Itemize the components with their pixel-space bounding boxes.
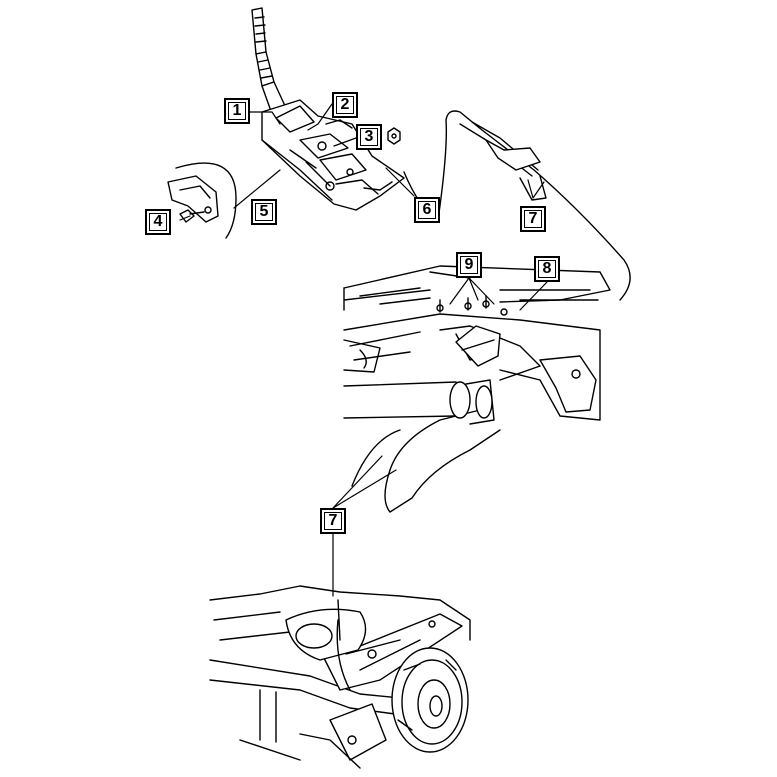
callout-8: 8 bbox=[534, 256, 560, 282]
arc-line bbox=[175, 162, 237, 239]
callout-3: 3 bbox=[356, 124, 382, 150]
callout-2: 2 bbox=[332, 92, 358, 118]
driveshaft bbox=[343, 379, 495, 425]
callout-9: 9 bbox=[456, 252, 482, 278]
callout-5: 5 bbox=[251, 199, 277, 225]
shifter-assembly bbox=[167, 7, 405, 239]
leader-lines bbox=[179, 103, 548, 597]
callout-4: 4 bbox=[145, 209, 171, 235]
callout-6: 6 bbox=[414, 197, 440, 223]
engine-section bbox=[209, 585, 471, 769]
bolt-icon bbox=[179, 209, 205, 223]
callout-7-lower: 7 bbox=[320, 508, 346, 534]
shifter-housing bbox=[261, 99, 405, 211]
shift-lever bbox=[251, 7, 287, 115]
nut-icon bbox=[387, 127, 401, 145]
lower-cable bbox=[384, 409, 501, 513]
cable-bracket bbox=[436, 295, 508, 367]
mounting-bracket bbox=[167, 175, 219, 223]
pulley-wheel bbox=[391, 647, 469, 753]
callout-7-upper: 7 bbox=[520, 206, 546, 232]
callout-1: 1 bbox=[224, 98, 250, 124]
transmission-section bbox=[343, 265, 611, 425]
